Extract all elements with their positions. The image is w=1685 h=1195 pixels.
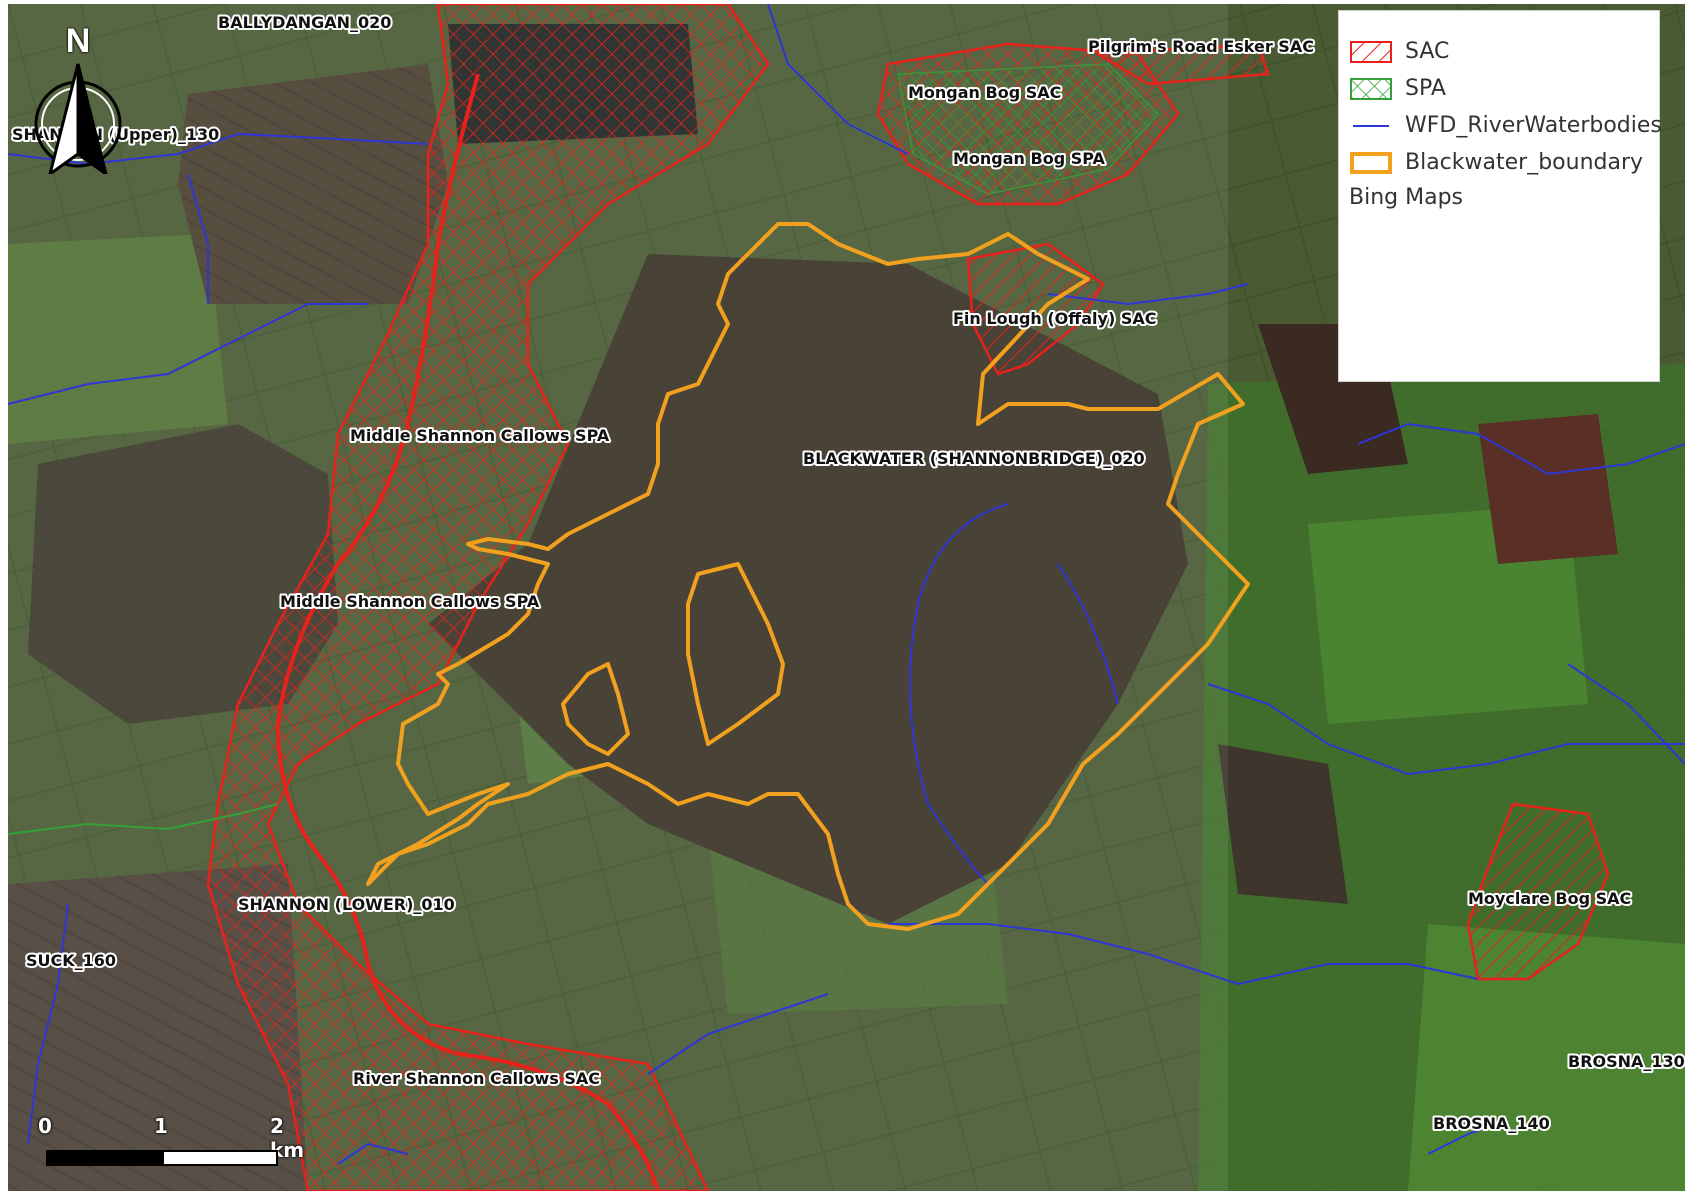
blue-line-icon	[1353, 124, 1389, 127]
orange-outline-icon	[1350, 151, 1392, 174]
legend-item-rivers: WFD_RiverWaterbodies	[1349, 107, 1662, 144]
bog-areas	[8, 24, 1618, 1191]
legend-basemap: Bing Maps	[1349, 185, 1463, 210]
label-blackwater: BLACKWATER (SHANNONBRIDGE)_020	[803, 449, 1145, 468]
legend-panel: SAC SPA WFD_RiverWaterbodies Blackwater_…	[1338, 10, 1662, 382]
label-middle-shannon-1: Middle Shannon Callows SPA	[350, 426, 610, 445]
scale-tick-0: 0	[38, 1114, 52, 1138]
legend-label-sac: SAC	[1405, 39, 1450, 64]
scale-bar: 0 1 2 km	[38, 1114, 304, 1174]
green-crosshatch-icon	[1350, 77, 1392, 100]
red-hatch-icon	[1350, 40, 1392, 63]
label-moyclare: Moyclare Bog SAC	[1468, 889, 1631, 908]
label-river-shannon: River Shannon Callows SAC	[353, 1069, 600, 1088]
label-mongan-sac: Mongan Bog SAC	[908, 83, 1061, 102]
label-fin-lough: Fin Lough (Offaly) SAC	[953, 309, 1156, 328]
legend-label-spa: SPA	[1405, 76, 1446, 101]
label-brosna-140: BROSNA_140	[1433, 1114, 1550, 1133]
label-middle-shannon-2: Middle Shannon Callows SPA	[280, 592, 540, 611]
legend-label-rivers: WFD_RiverWaterbodies	[1405, 113, 1662, 138]
sac-spa-polygons	[8, 4, 1610, 1191]
blackwater-boundary	[366, 222, 1250, 931]
legend-item-boundary: Blackwater_boundary	[1349, 144, 1659, 181]
blackwater-inner-parcel	[686, 562, 785, 746]
label-brosna-130: BROSNA_130	[1568, 1052, 1685, 1071]
north-arrow-icon	[34, 63, 122, 174]
legend-item-sac: SAC	[1349, 33, 1659, 70]
legend-item-spa: SPA	[1349, 70, 1659, 107]
label-ballydangan: BALLYDANGAN_020	[218, 13, 391, 32]
map-canvas[interactable]: BALLYDANGAN_020 SHANNON (Upper)_130 Pilg…	[8, 4, 1685, 1191]
label-shannon-lower: SHANNON (LOWER)_010	[238, 895, 455, 914]
scale-segment-light	[162, 1150, 278, 1166]
label-pilgrims-road: Pilgrim's Road Esker SAC	[1088, 37, 1314, 56]
map-labels: BALLYDANGAN_020 SHANNON (Upper)_130 Pilg…	[10, 11, 1685, 1135]
wfd-rivers	[8, 4, 1685, 1165]
legend-label-boundary: Blackwater_boundary	[1405, 150, 1644, 175]
label-mongan-spa: Mongan Bog SPA	[953, 149, 1106, 168]
blackwater-inner-parcel-2	[561, 662, 630, 756]
north-arrow: N	[28, 22, 128, 174]
scale-segment-dark	[46, 1150, 162, 1166]
north-letter: N	[65, 22, 91, 60]
label-suck: SUCK_160	[26, 951, 116, 970]
scale-tick-1: 1	[154, 1114, 168, 1138]
